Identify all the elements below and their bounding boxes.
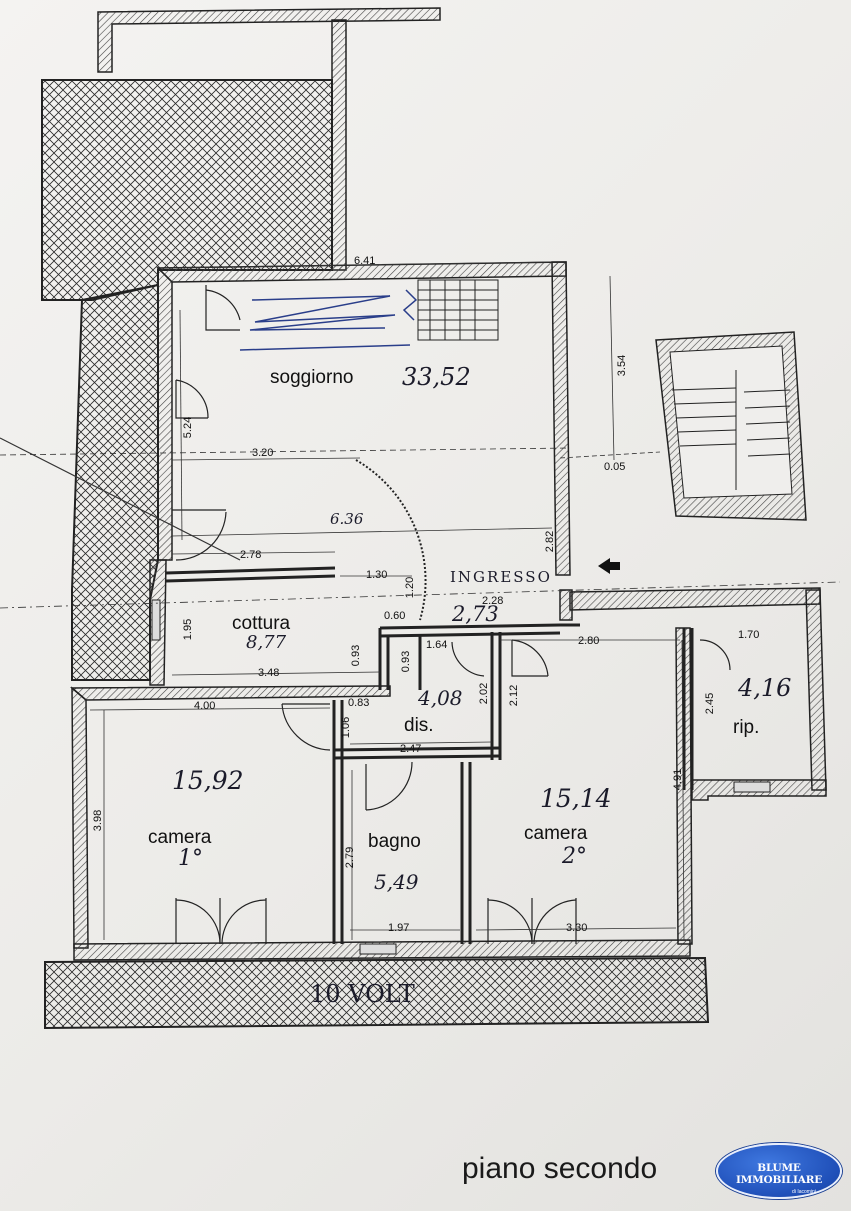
dim-label: 5.24	[182, 416, 195, 439]
dim-label: 2.79	[344, 846, 357, 869]
dim-label: 1.30	[366, 569, 388, 581]
apartment-walls	[69, 261, 827, 961]
door-swings	[172, 285, 731, 945]
dim-label: 3.20	[252, 447, 274, 459]
room-area-bedroom2: 15,14	[540, 784, 612, 813]
room-name-hall: dis.	[404, 715, 434, 736]
dim-label: 0.05	[604, 461, 626, 473]
room-name-bedroom1: camera	[148, 827, 212, 848]
room-number-bedroom1: 1°	[178, 846, 203, 871]
room-name-storage: rip.	[733, 717, 760, 738]
dim-label: 0.93	[400, 650, 413, 673]
dim-label: 1.97	[388, 922, 410, 934]
dim-label: 2.28	[482, 595, 504, 607]
terrace-west	[71, 283, 159, 681]
logo-name: BLUME IMMOBILIARE	[735, 1162, 823, 1186]
agency-logo: BLUME IMMOBILIARE di Iacomini	[716, 1143, 842, 1199]
room-name-bedroom2: camera	[524, 823, 588, 844]
room-area-entrance: 2,73	[452, 602, 499, 626]
windows	[151, 599, 771, 955]
dim-label: 2.80	[578, 635, 600, 647]
dimension-lines	[0, 261, 841, 941]
room-area-bathroom: 5,49	[374, 870, 419, 894]
pen-scribbles	[239, 289, 418, 351]
interior-partitions	[165, 566, 694, 944]
dim-label: 3.54	[616, 354, 629, 377]
dim-label: 2.82	[544, 530, 557, 553]
room-name-entrance: INGRESSO	[450, 568, 552, 586]
room-area-hall: 4,08	[418, 686, 463, 710]
room-number-bedroom2: 2°	[562, 844, 587, 869]
dim-label: 1.95	[182, 618, 195, 641]
dim-label: 4.00	[194, 700, 216, 712]
logo-tagline: di Iacomini	[792, 1189, 816, 1195]
room-area-kitchen: 8,77	[246, 632, 287, 653]
dim-label: 0.83	[348, 697, 370, 709]
dim-label: 2.45	[704, 692, 717, 715]
terrace-south	[44, 956, 710, 1030]
dim-label: 3.48	[258, 667, 280, 679]
handwritten-note: 10 VOLT	[310, 980, 415, 1008]
room-area-storage: 4,16	[738, 674, 792, 702]
dim-label: 1.64	[426, 639, 448, 651]
dim-label: 6.36	[330, 510, 364, 528]
stairwell	[655, 331, 807, 521]
internal-stairs	[417, 279, 499, 341]
room-name-bathroom: bagno	[368, 831, 421, 852]
dim-label: 3.30	[566, 922, 588, 934]
room-area-bedroom1: 15,92	[172, 766, 244, 795]
room-name-kitchen: cottura	[232, 613, 291, 634]
dim-label: 1.06	[340, 716, 353, 739]
floor-caption: piano secondo	[462, 1152, 658, 1185]
room-area-living: 33,52	[402, 363, 471, 391]
dim-label: 1.20	[404, 576, 417, 599]
dim-label: 1.70	[738, 629, 760, 641]
dim-label: 0.60	[384, 610, 406, 622]
entry-arrow-icon	[598, 558, 620, 574]
dim-label: 3.98	[92, 809, 105, 832]
dim-label: 2.47	[400, 743, 422, 755]
dim-label: 2.02	[478, 682, 491, 705]
dim-label: 2.12	[508, 684, 521, 707]
dim-label: 6.41	[354, 255, 376, 267]
dim-label: 4.91	[672, 768, 685, 791]
dim-label: 0.93	[350, 644, 363, 667]
room-name-living: soggiorno	[270, 367, 354, 388]
dim-label: 2.78	[240, 549, 262, 561]
